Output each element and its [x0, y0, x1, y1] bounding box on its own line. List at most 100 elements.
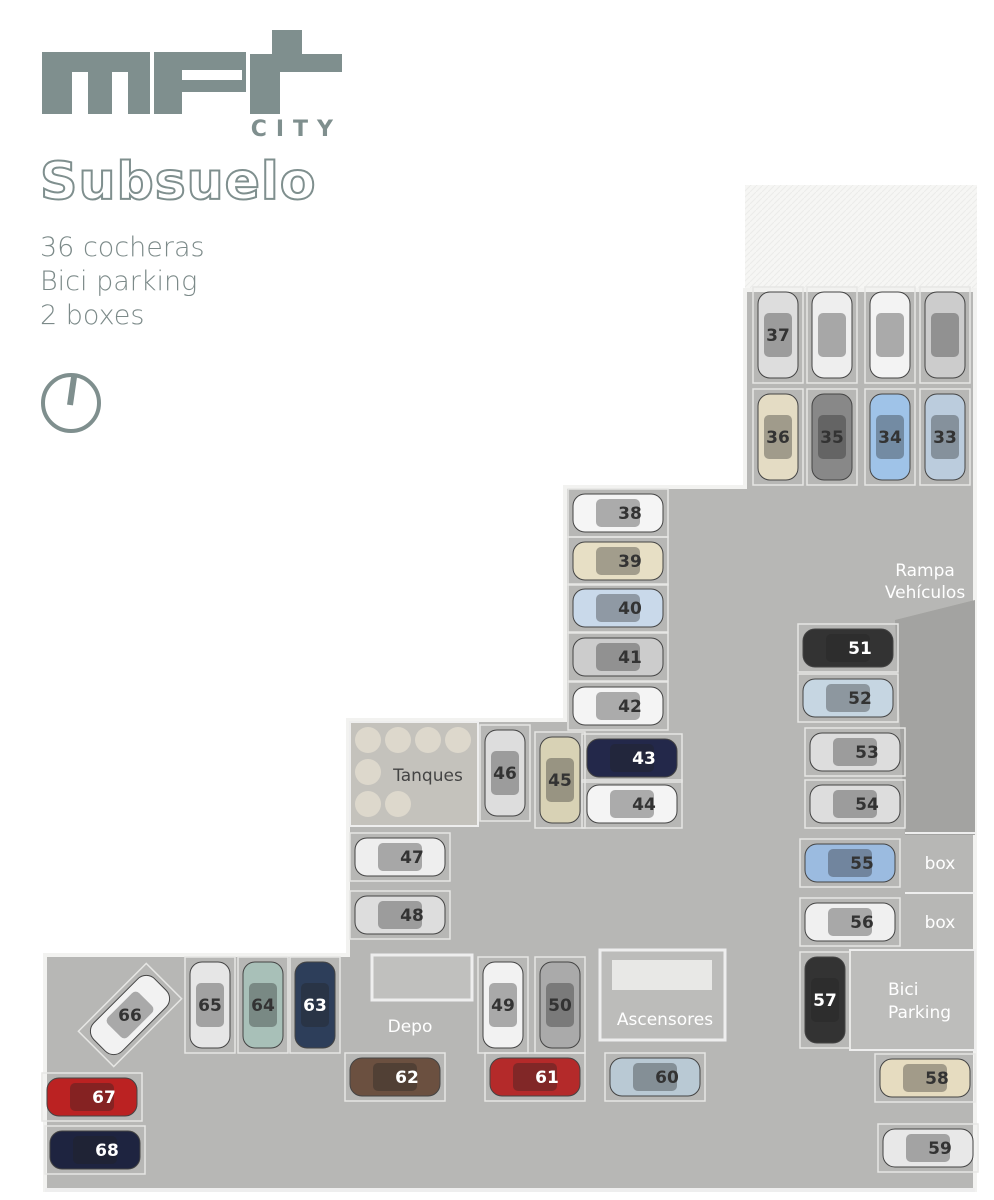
car-icon	[46, 1077, 138, 1117]
parking-space-68[interactable]	[44, 1125, 146, 1175]
space-number: 58	[925, 1069, 949, 1089]
car-roof	[833, 738, 877, 766]
space-number: 63	[303, 996, 327, 1016]
space-outline	[349, 890, 451, 940]
space-outline	[806, 286, 858, 384]
car-icon	[802, 628, 894, 668]
bike-parking-label-2: Parking	[888, 1003, 951, 1023]
car-icon	[924, 393, 966, 481]
car-roof	[903, 1064, 947, 1092]
info-spaces: 36 cocheras	[40, 232, 205, 263]
car-roof	[833, 790, 877, 818]
car-icon	[354, 895, 446, 935]
elevators-label: Ascensores	[617, 1010, 713, 1030]
parking-space-59[interactable]	[877, 1123, 979, 1173]
space-number: 35	[820, 428, 844, 448]
parking-space-41[interactable]	[567, 632, 669, 682]
space-number: 33	[933, 428, 957, 448]
space-number: 57	[813, 991, 837, 1011]
car-roof	[196, 983, 224, 1027]
space-number: 65	[198, 996, 222, 1016]
parking-space-37[interactable]	[752, 286, 804, 384]
car-icon	[802, 678, 894, 718]
space-outline	[484, 1052, 586, 1102]
space-outline	[919, 286, 971, 384]
bike-parking-area	[849, 949, 976, 1051]
parking-space-65[interactable]	[184, 956, 236, 1054]
parking-space-62[interactable]	[344, 1052, 446, 1102]
parking-space-42[interactable]	[567, 681, 669, 731]
space-number: 68	[95, 1141, 119, 1161]
space-outline	[581, 733, 683, 783]
parking-space[interactable]	[806, 286, 858, 384]
car-roof	[596, 547, 640, 575]
car-icon	[484, 729, 526, 817]
space-outline	[804, 779, 906, 829]
parking-space-56[interactable]	[799, 897, 901, 947]
space-outline	[799, 897, 901, 947]
space-outline	[797, 673, 899, 723]
info-boxes: 2 boxes	[40, 300, 145, 331]
car-icon	[539, 961, 581, 1049]
parking-space-54[interactable]	[804, 779, 906, 829]
north-compass-icon	[41, 373, 101, 433]
car-roof	[876, 415, 904, 459]
parking-space-39[interactable]	[567, 536, 669, 586]
parking-space-52[interactable]	[797, 673, 899, 723]
parking-space-43[interactable]	[581, 733, 683, 783]
space-number: 37	[766, 326, 790, 346]
parking-space-51[interactable]	[797, 623, 899, 673]
parking-space-34[interactable]	[864, 388, 916, 486]
parking-space[interactable]	[919, 286, 971, 384]
parking-space-47[interactable]	[349, 832, 451, 882]
car-roof	[931, 313, 959, 357]
parking-space-48[interactable]	[349, 890, 451, 940]
space-number: 55	[850, 854, 874, 874]
bike-parking-label-1: Bici	[888, 980, 918, 1000]
car-roof	[596, 594, 640, 622]
parking-space-57[interactable]	[799, 951, 851, 1049]
parking-space-60[interactable]	[604, 1052, 706, 1102]
met-city-logo: CITY	[42, 28, 342, 140]
car-icon	[882, 1128, 974, 1168]
car-icon	[924, 291, 966, 379]
space-outline	[479, 724, 531, 822]
car-icon	[869, 291, 911, 379]
parking-space-46[interactable]	[479, 724, 531, 822]
water-tank	[385, 791, 411, 817]
space-outline	[752, 388, 804, 486]
space-outline	[877, 1123, 979, 1173]
car-icon	[811, 291, 853, 379]
car-icon	[489, 1057, 581, 1097]
parking-space-66[interactable]	[77, 962, 183, 1068]
parking-space-64[interactable]	[237, 956, 289, 1054]
parking-space-44[interactable]	[581, 779, 683, 829]
parking-space[interactable]	[864, 286, 916, 384]
outdoor-area	[745, 185, 977, 290]
car-roof	[876, 313, 904, 357]
parking-space-49[interactable]	[477, 956, 529, 1054]
parking-space-40[interactable]	[567, 583, 669, 633]
space-outline	[567, 536, 669, 586]
space-outline	[806, 388, 858, 486]
parking-space-63[interactable]	[289, 956, 341, 1054]
space-outline	[864, 388, 916, 486]
car-icon	[294, 961, 336, 1049]
car-roof	[378, 901, 422, 929]
car-roof	[70, 1083, 114, 1111]
space-number: 42	[618, 697, 642, 717]
parking-space-36[interactable]	[752, 388, 804, 486]
depo-label: Depo	[388, 1017, 433, 1037]
parking-space-61[interactable]	[484, 1052, 586, 1102]
parking-space-58[interactable]	[874, 1053, 976, 1103]
parking-space-55[interactable]	[799, 838, 901, 888]
parking-space-67[interactable]	[41, 1072, 143, 1122]
parking-space-38[interactable]	[567, 488, 669, 538]
parking-space-45[interactable]	[534, 731, 586, 829]
parking-space-33[interactable]	[919, 388, 971, 486]
space-number: 62	[395, 1068, 419, 1088]
car-roof	[828, 849, 872, 877]
parking-space-35[interactable]	[806, 388, 858, 486]
parking-space-53[interactable]	[804, 727, 906, 777]
